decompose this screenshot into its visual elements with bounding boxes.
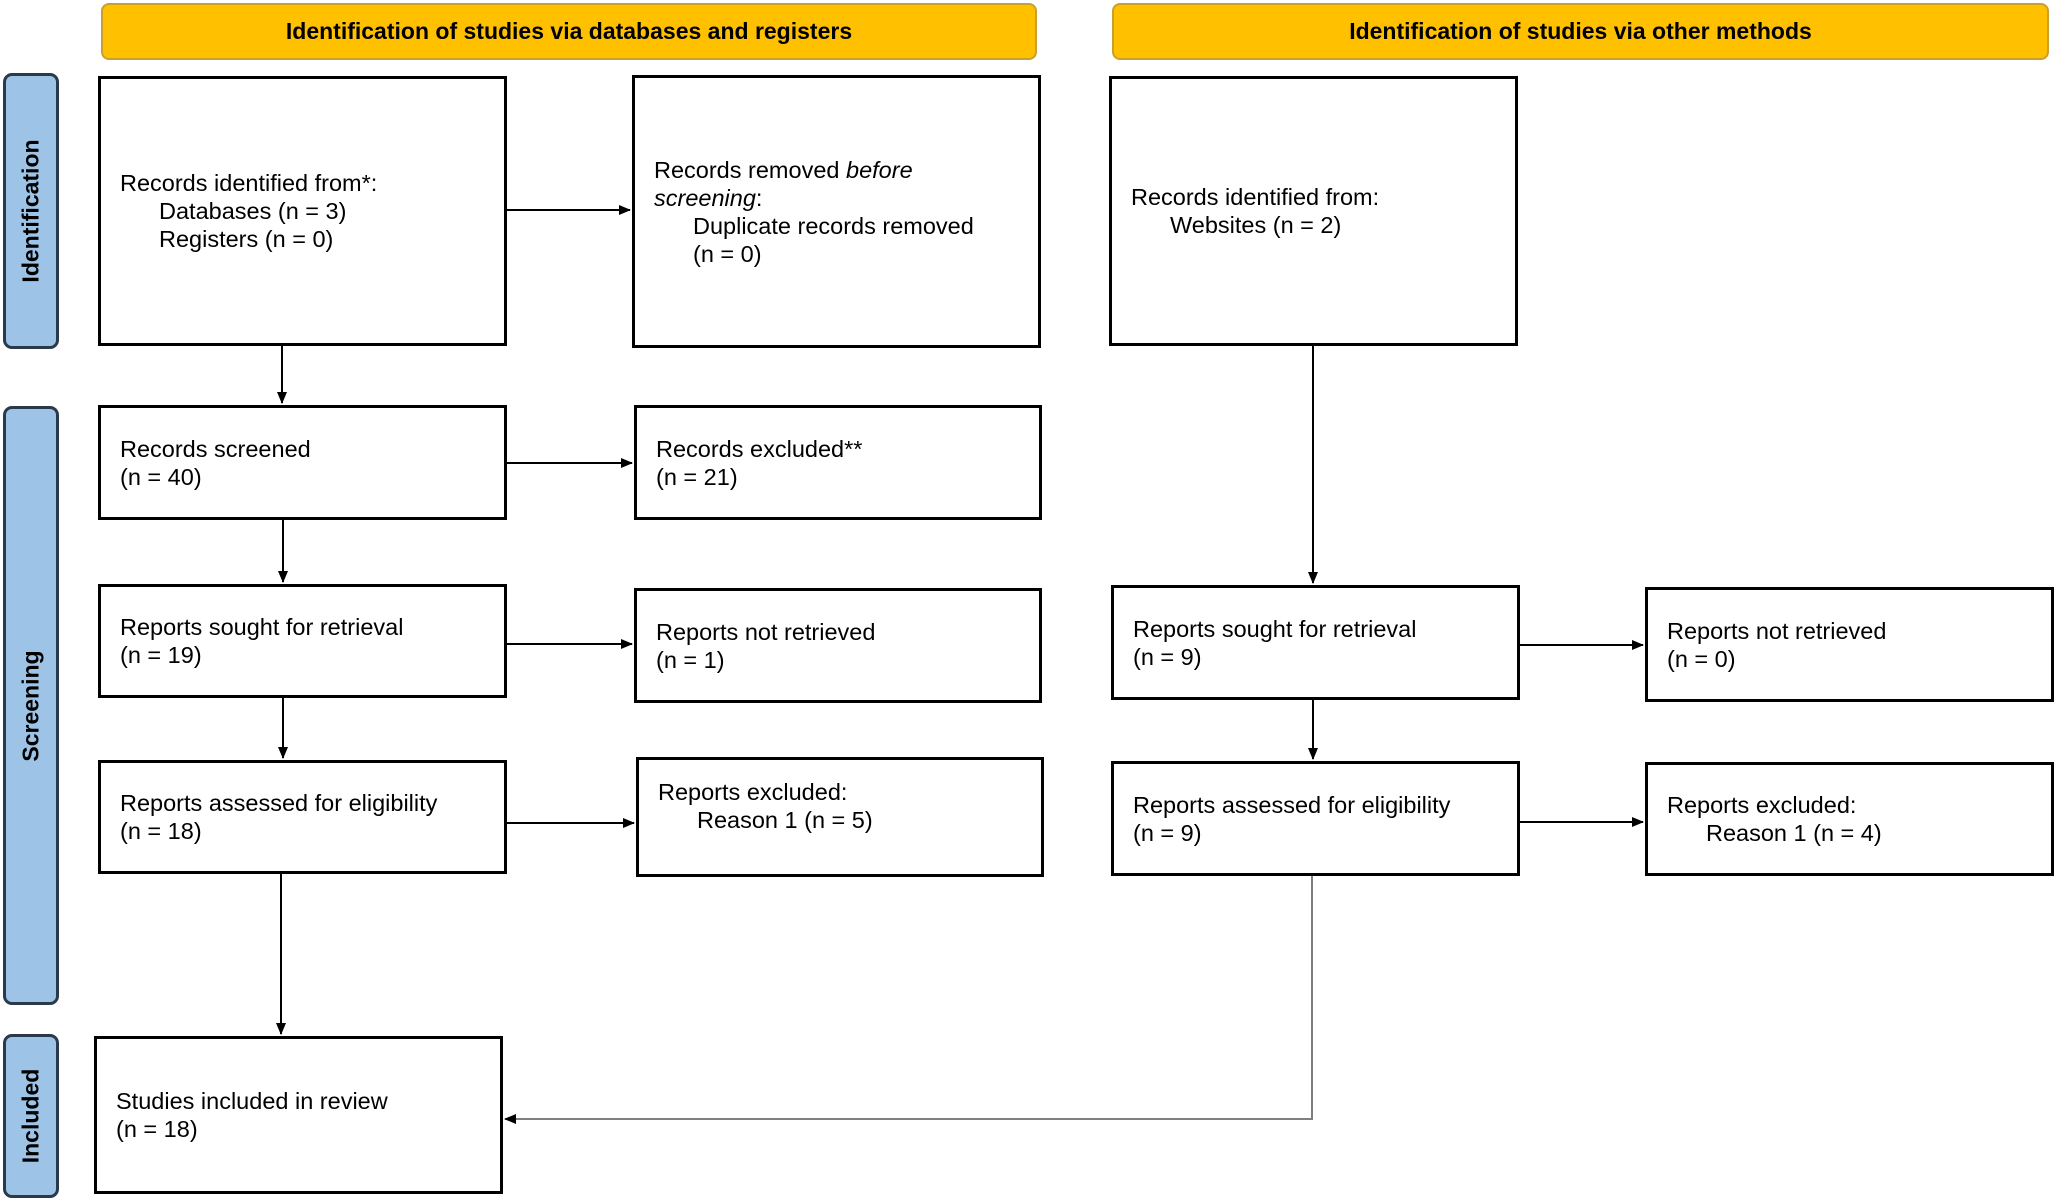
db-reports-not-retrieved-box: Reports not retrieved (n = 1): [634, 588, 1042, 703]
db-records-screened-box: Records screened (n = 40): [98, 405, 507, 520]
db-duplicate-records-label: Duplicate records removed: [693, 212, 974, 239]
phase-identification: Identification: [3, 73, 59, 349]
db-reports-assessed-label: Reports assessed for eligibility: [120, 790, 438, 816]
db-records-screened-label: Records screened: [120, 435, 311, 462]
db-records-removed-line1: Records removed before: [654, 156, 913, 183]
other-reports-assessed-label: Reports assessed for eligibility: [1133, 791, 1451, 818]
db-records-identified-label: Records identified from*:: [120, 170, 378, 196]
db-reports-sought-count: (n = 19): [120, 642, 202, 668]
studies-included-count: (n = 18): [116, 1116, 198, 1142]
db-records-removed-box: Records removed before screening: Duplic…: [632, 75, 1041, 348]
db-reports-excluded-box: Reports excluded: Reason 1 (n = 5): [636, 757, 1044, 877]
other-records-identified-label: Records identified from:: [1131, 184, 1380, 210]
db-records-excluded-count: (n = 21): [656, 463, 738, 490]
other-reports-assessed-box: Reports assessed for eligibility (n = 9): [1111, 761, 1520, 876]
other-reports-sought-label: Reports sought for retrieval: [1133, 615, 1417, 642]
arrow-other-assessed-to-included: [504, 876, 1313, 1124]
other-reports-sought-count: (n = 9): [1133, 643, 1202, 670]
db-records-removed-line2: screening:: [654, 184, 763, 211]
other-reports-not-retrieved-label: Reports not retrieved: [1667, 617, 1887, 644]
db-databases-count: Databases (n = 3): [159, 198, 347, 224]
db-reports-sought-box: Reports sought for retrieval (n = 19): [98, 584, 507, 698]
phase-included: Included: [3, 1034, 59, 1198]
db-reports-excluded-label: Reports excluded:: [658, 779, 848, 805]
db-records-excluded-label: Records excluded**: [656, 435, 863, 462]
header-other-methods: Identification of studies via other meth…: [1112, 3, 2049, 60]
studies-included-label: Studies included in review: [116, 1088, 388, 1114]
other-records-identified-box: Records identified from: Websites (n = 2…: [1109, 76, 1518, 346]
db-records-identified-box: Records identified from*: Databases (n =…: [98, 76, 507, 346]
other-reports-not-retrieved-box: Reports not retrieved (n = 0): [1645, 587, 2054, 702]
other-reports-excluded-label: Reports excluded:: [1667, 792, 1857, 818]
phase-screening: Screening: [3, 406, 59, 1005]
other-reports-sought-box: Reports sought for retrieval (n = 9): [1111, 585, 1520, 700]
db-reports-assessed-box: Reports assessed for eligibility (n = 18…: [98, 760, 507, 874]
db-reports-not-retrieved-label: Reports not retrieved: [656, 618, 876, 645]
studies-included-box: Studies included in review (n = 18): [94, 1036, 503, 1194]
db-records-excluded-box: Records excluded** (n = 21): [634, 405, 1042, 520]
other-reports-excluded-box: Reports excluded: Reason 1 (n = 4): [1645, 762, 2054, 876]
db-reports-sought-label: Reports sought for retrieval: [120, 614, 404, 640]
db-reports-excluded-reason: Reason 1 (n = 5): [697, 807, 873, 833]
db-duplicate-records-count: (n = 0): [693, 240, 762, 267]
db-registers-count: Registers (n = 0): [159, 226, 334, 252]
other-reports-excluded-reason: Reason 1 (n = 4): [1706, 820, 1882, 846]
header-databases-registers: Identification of studies via databases …: [101, 3, 1037, 60]
other-reports-not-retrieved-count: (n = 0): [1667, 645, 1736, 672]
other-websites-count: Websites (n = 2): [1170, 212, 1342, 238]
db-reports-not-retrieved-count: (n = 1): [656, 646, 725, 673]
other-reports-assessed-count: (n = 9): [1133, 819, 1202, 846]
db-records-screened-count: (n = 40): [120, 463, 202, 490]
db-reports-assessed-count: (n = 18): [120, 818, 202, 844]
